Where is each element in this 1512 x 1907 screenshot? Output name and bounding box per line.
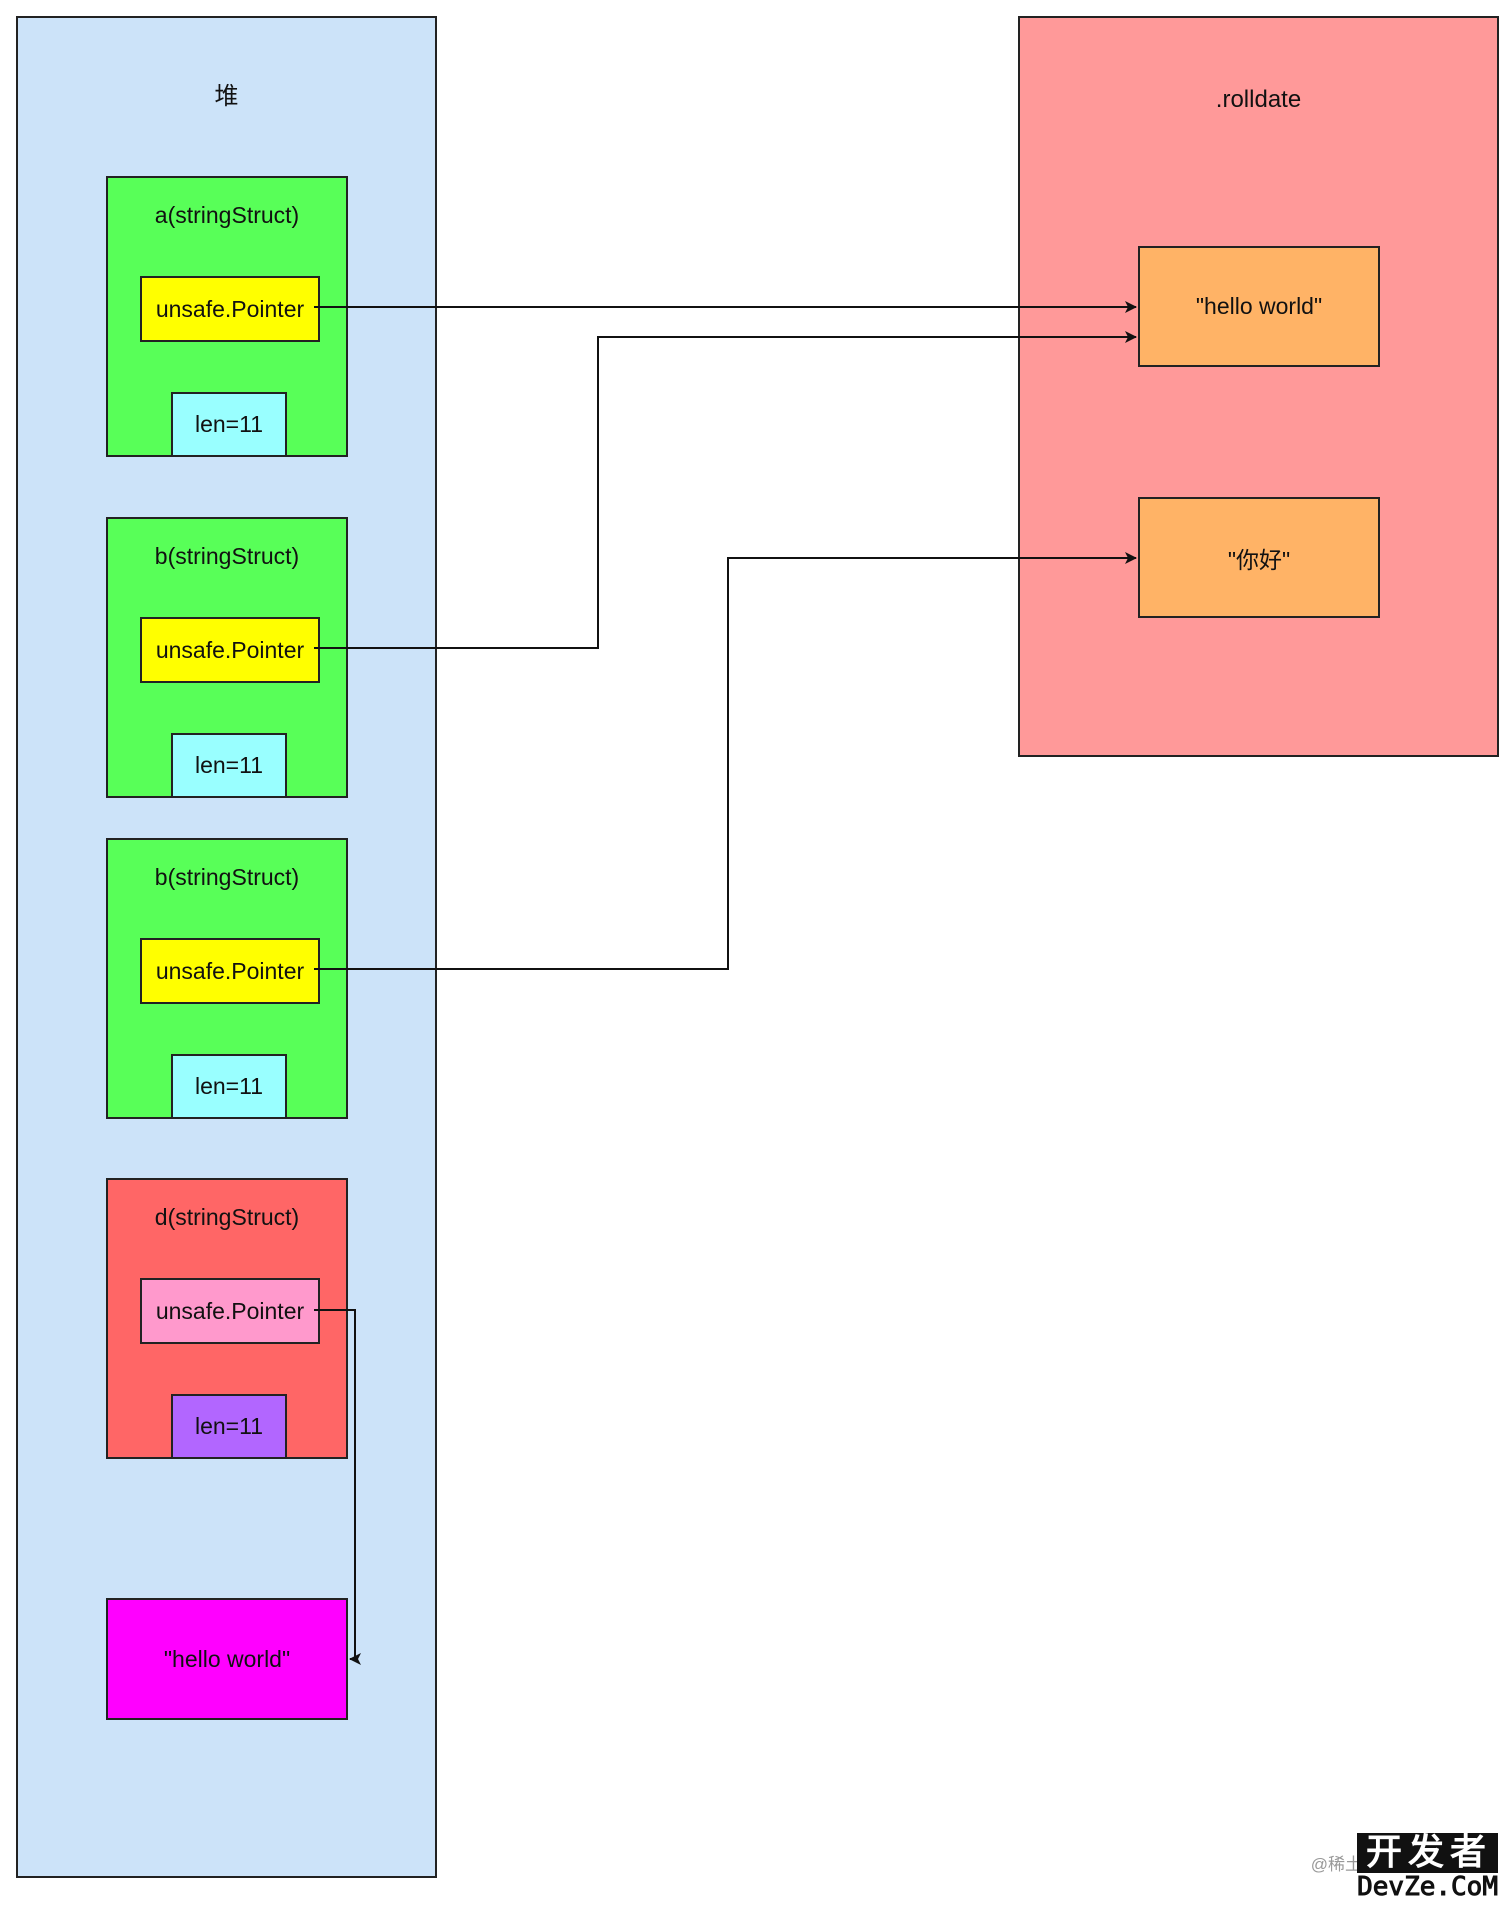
struct-b-1-len: len=11 xyxy=(171,733,287,798)
struct-d-len: len=11 xyxy=(171,1394,287,1459)
rodata-string-nihao: "你好" xyxy=(1138,497,1380,618)
watermark-domain: DevZe.CoM xyxy=(1357,1872,1499,1902)
struct-b-2-title: b(stringStruct) xyxy=(154,864,300,890)
struct-b-2-len: len=11 xyxy=(171,1054,287,1119)
struct-d-pointer: unsafe.Pointer xyxy=(140,1278,320,1344)
struct-d-title: d(stringStruct) xyxy=(154,1204,300,1230)
struct-a-title: a(stringStruct) xyxy=(154,202,300,228)
struct-b-2: b(stringStruct) unsafe.Pointer len=11 xyxy=(106,838,348,1119)
struct-a-len: len=11 xyxy=(171,392,287,457)
struct-b-1: b(stringStruct) unsafe.Pointer len=11 xyxy=(106,517,348,798)
rodata-string-hello: "hello world" xyxy=(1138,246,1380,367)
struct-d: d(stringStruct) unsafe.Pointer len=11 xyxy=(106,1178,348,1459)
arrow-d-to-heap-hello xyxy=(314,1309,361,1665)
struct-b-1-pointer: unsafe.Pointer xyxy=(140,617,320,683)
watermark: 开发者 DevZe.CoM xyxy=(1357,1833,1499,1902)
struct-b-2-pointer: unsafe.Pointer xyxy=(140,938,320,1004)
rodata-title: .rolldate xyxy=(1215,86,1302,113)
heap-title: 堆 xyxy=(214,83,239,110)
struct-a-pointer: unsafe.Pointer xyxy=(140,276,320,342)
arrow-b1-to-hello xyxy=(314,331,1137,649)
struct-a: a(stringStruct) unsafe.Pointer len=11 xyxy=(106,176,348,457)
watermark-big: 开发者 xyxy=(1357,1833,1498,1873)
watermark-small: @稀土 xyxy=(1310,1855,1362,1874)
rodata-region: .rolldate xyxy=(1018,16,1499,757)
heap-string-hello: "hello world" xyxy=(106,1598,348,1720)
arrow-b2-to-nihao xyxy=(314,552,1137,970)
struct-b-1-title: b(stringStruct) xyxy=(154,543,300,569)
